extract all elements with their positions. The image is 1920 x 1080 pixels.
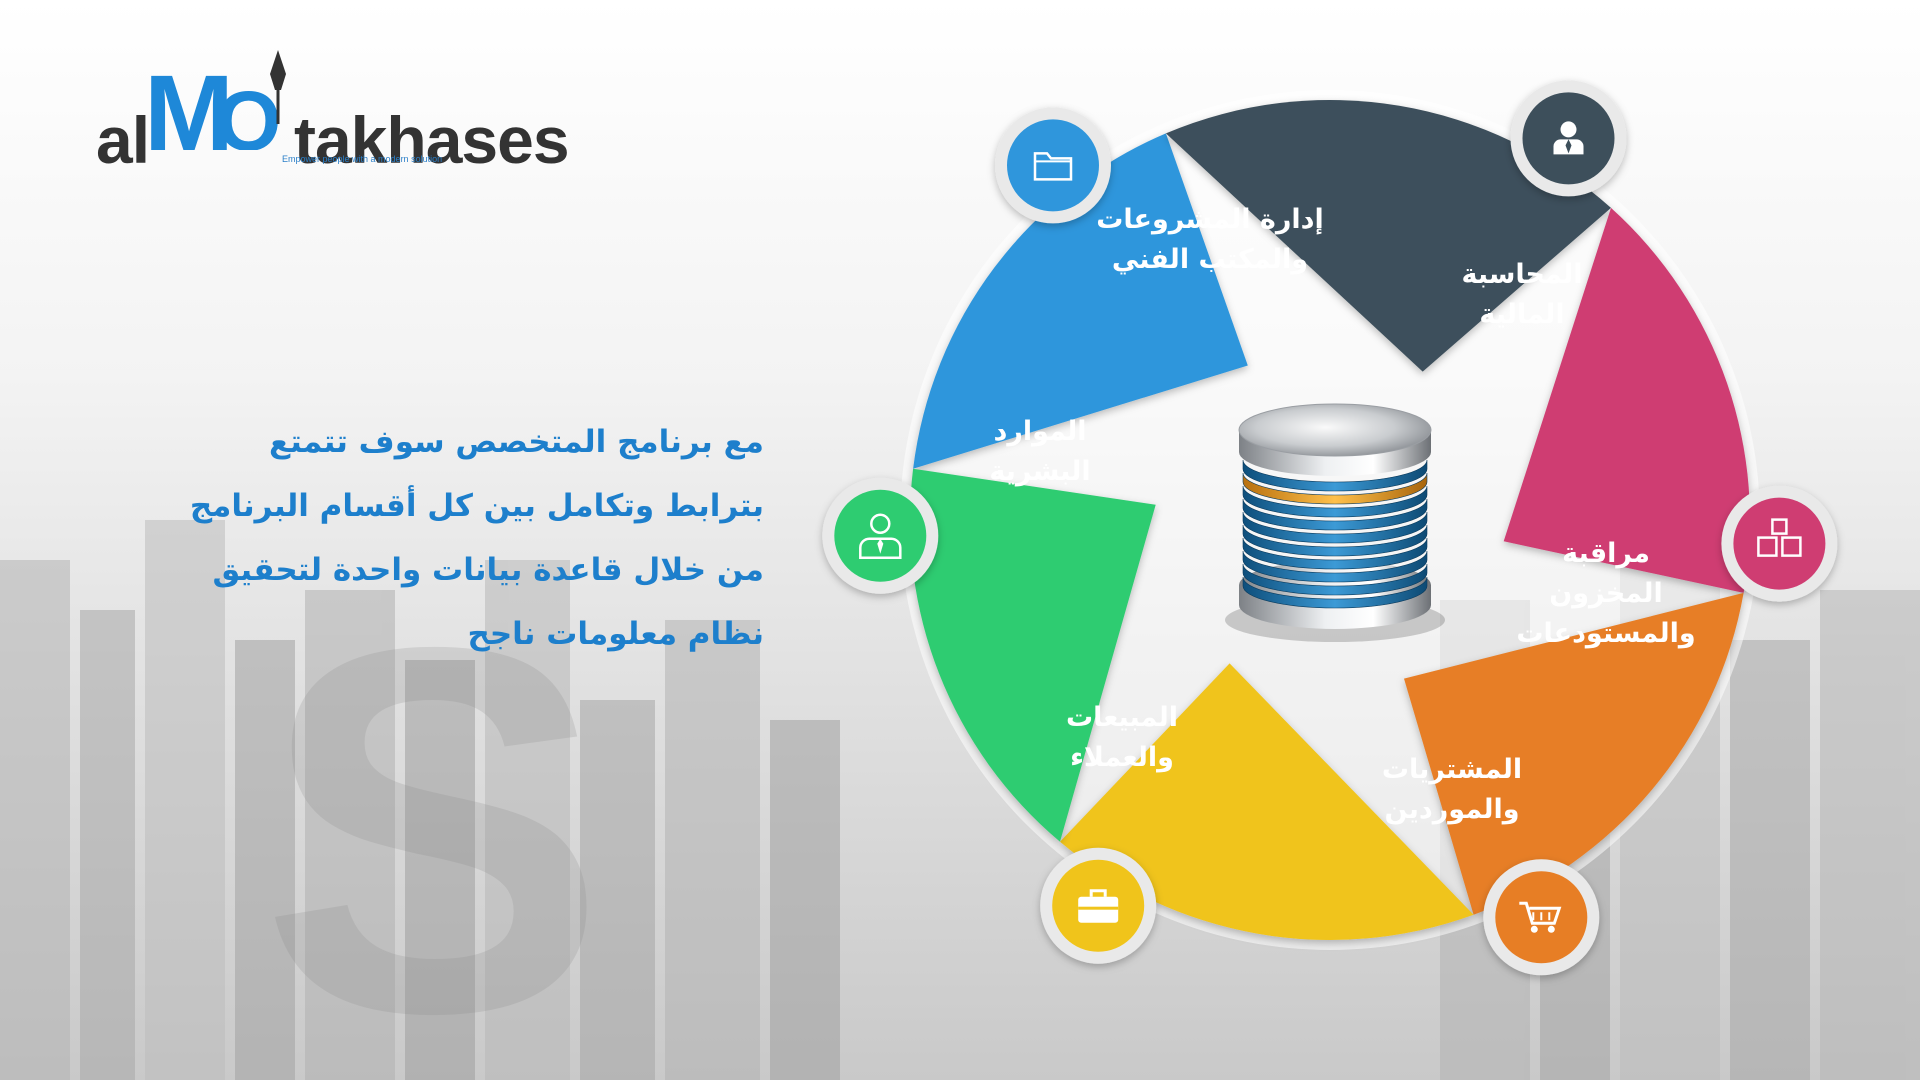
segment-hr	[909, 468, 1156, 842]
segment-label-line: إدارة المشروعات	[1096, 204, 1324, 235]
database-disk	[1242, 576, 1428, 609]
segments-layer	[909, 100, 1750, 941]
brand-logo: al M O takhases Empower people with a mo…	[96, 50, 570, 177]
segment-label-line: مراقبة	[1562, 538, 1650, 569]
database-disk	[1242, 498, 1428, 531]
segment-label-line: المحاسبة	[1461, 259, 1583, 290]
logo-text-al: al	[96, 103, 150, 177]
employee-icon	[822, 477, 939, 594]
intro-text: مع برنامج المتخصص سوف تتمتع بترابط وتكام…	[164, 410, 764, 666]
database-disk	[1242, 550, 1428, 583]
database-disk	[1242, 459, 1428, 492]
segment-sales	[1060, 663, 1474, 941]
briefcase-icon	[1040, 847, 1157, 964]
city-skyline-decoration	[0, 520, 1920, 1080]
icons-layer	[822, 80, 1838, 976]
segment-label-line: المخزون	[1549, 578, 1663, 609]
logo-letter-o: O	[216, 74, 281, 150]
intro-line: بترابط وتكامل بين كل أقسام البرنامج	[189, 488, 764, 524]
segment-projects	[913, 133, 1248, 469]
watermark-letter: S	[260, 540, 607, 1080]
intro-line: مع برنامج المتخصص سوف تتمتع	[268, 424, 764, 460]
segment-label-line: والعملاء	[1070, 742, 1174, 773]
segment-label-line: المبيعات	[1065, 702, 1179, 733]
logo-tagline: Empower people with a modern solution	[282, 154, 443, 164]
segment-label-line: البشرية	[989, 456, 1091, 487]
logo-mark: M O	[144, 50, 286, 150]
segment-label-inventory: مراقبة المخزون والمستودعات	[1516, 534, 1695, 654]
segment-inventory	[1503, 207, 1750, 593]
database-icon	[1225, 403, 1445, 642]
segment-label-hr: الموارد البشرية	[989, 412, 1090, 492]
segment-label-line: المشتريات	[1381, 754, 1523, 785]
boxes-icon	[1721, 485, 1838, 602]
database-disk	[1242, 485, 1428, 518]
segment-label-line: والموردين	[1384, 794, 1520, 825]
segment-label-accounting: المحاسبة المالية	[1461, 255, 1582, 335]
intro-line: من خلال قاعدة بيانات واحدة لتحقيق	[212, 552, 764, 588]
segment-label-line: المالية	[1479, 299, 1565, 330]
database-disk	[1242, 537, 1428, 570]
segment-label-line: والمكتب الفني	[1111, 244, 1309, 275]
folder-icon	[995, 107, 1111, 224]
logo-text-takhases: takhases	[294, 103, 570, 177]
segment-purchases	[1404, 592, 1744, 915]
database-disk	[1242, 524, 1428, 557]
segment-label-line: والمستودعات	[1516, 618, 1696, 649]
logo-letter-m: M	[144, 52, 234, 150]
intro-line: نظام معلومات ناجح	[467, 616, 764, 652]
segment-label-line: الموارد	[993, 416, 1087, 447]
segment-label-projects: إدارة المشروعات والمكتب الفني	[1096, 200, 1324, 280]
segment-label-purchases: المشتريات والموردين	[1382, 750, 1522, 830]
cart-icon	[1483, 859, 1600, 976]
database-disk	[1242, 563, 1428, 596]
user-tie-icon	[1510, 80, 1627, 197]
segment-label-sales: المبيعات والعملاء	[1066, 698, 1178, 778]
database-disk	[1242, 472, 1428, 505]
pen-nib-icon	[270, 50, 286, 90]
segment-accounting	[1165, 100, 1611, 372]
database-disk	[1242, 511, 1428, 544]
